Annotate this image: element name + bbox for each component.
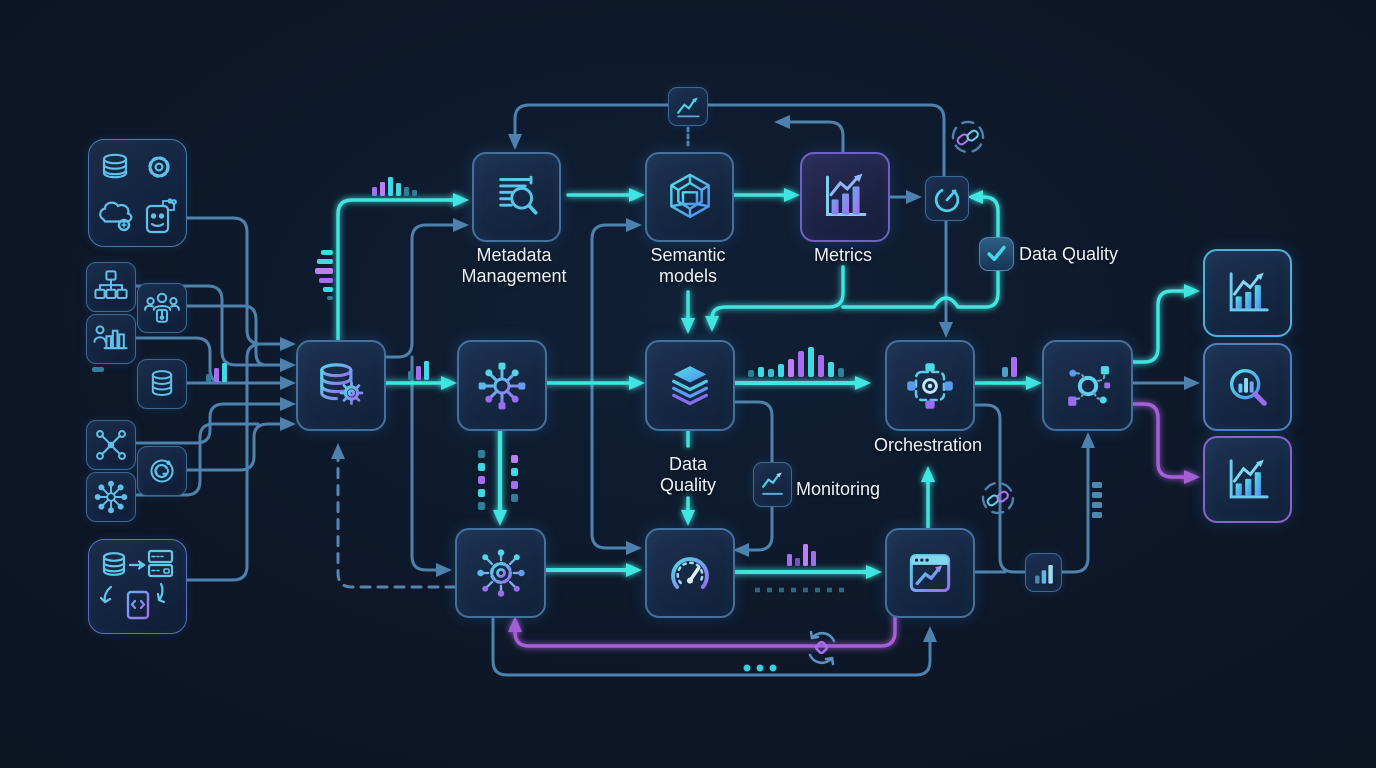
link-icon-2	[981, 481, 1015, 515]
trend-widget	[668, 87, 708, 126]
search-analytics-icon	[1229, 369, 1267, 406]
steel-connectors	[132, 103, 1200, 677]
central-database-node	[296, 340, 386, 431]
mini-bars-gauge-to-browser	[787, 544, 816, 566]
globe-icon	[150, 459, 174, 483]
report-card	[86, 314, 136, 364]
gauge-icon	[671, 557, 709, 589]
metadata-management-node	[472, 152, 561, 242]
gauge-node	[645, 528, 735, 618]
chart-growth-icon	[1229, 272, 1269, 312]
pipeline-dag-icon	[1067, 365, 1110, 406]
hierarchy-icon	[94, 270, 128, 300]
database-gear-icon	[320, 362, 364, 405]
process-hub-icon	[476, 549, 525, 597]
mini-bars-metadata-line	[372, 177, 417, 196]
dash-column-right	[1092, 482, 1102, 518]
semantic-cube-icon	[669, 173, 710, 219]
output-search-node	[1203, 343, 1292, 431]
link-icon	[951, 120, 985, 154]
metrics-chart-icon	[825, 173, 867, 217]
loop-dots	[743, 664, 777, 672]
gear-icon	[148, 156, 170, 178]
refresh-icon	[808, 630, 836, 666]
data-hub-icon	[478, 362, 526, 409]
report-icon	[93, 325, 128, 350]
dashed-feedback-connector	[331, 443, 457, 589]
dash-columns-hub-to-gear	[478, 450, 518, 510]
analytics-window-node	[885, 528, 975, 618]
source-systems-icons	[99, 153, 177, 234]
etl-cycle-icon	[99, 549, 174, 620]
ai-document-icon	[145, 198, 177, 234]
dash-stack-left-of-feed	[92, 250, 333, 372]
globe-card	[137, 446, 187, 496]
database-icon	[102, 153, 128, 179]
semantic-models-label: Semantic models	[650, 245, 726, 287]
database-small-icon	[151, 370, 173, 397]
team-icon	[144, 292, 180, 323]
monitoring-label: Monitoring	[796, 479, 881, 499]
data-quality-center-label: Data Quality	[659, 454, 717, 496]
bar-chart-widget	[1025, 553, 1062, 592]
monitoring-widget	[753, 462, 792, 507]
hub-small-card	[86, 472, 136, 522]
mini-bars-orchestration-to-dag	[1002, 357, 1017, 377]
analytics-window-icon	[909, 553, 951, 593]
network-x-icon	[96, 430, 126, 460]
network-x-card	[86, 420, 136, 470]
status-dial-widget	[925, 176, 969, 221]
orchestration-label: Orchestration	[873, 435, 983, 455]
equalizer-decorations	[92, 177, 1102, 672]
hierarchy-card	[86, 262, 136, 312]
team-card	[137, 283, 187, 333]
metadata-search-icon	[498, 175, 538, 215]
cloud-gear-icon	[99, 201, 133, 232]
output-chart-node-1	[1203, 249, 1292, 337]
mini-bars-left-db	[206, 363, 227, 382]
data-quality-layers-node	[645, 340, 735, 431]
process-hub-node	[455, 528, 546, 618]
purple-connectors	[508, 402, 1200, 648]
equalizer-layers-to-orchestration	[748, 347, 844, 377]
layers-icon	[672, 365, 708, 405]
cyan-connectors	[336, 188, 1200, 579]
orchestration-icon	[907, 362, 953, 409]
monitoring-trend-icon	[762, 472, 783, 495]
chart-growth-icon	[1229, 458, 1269, 498]
checkbox-check-icon	[987, 245, 1006, 261]
status-dial-icon	[934, 187, 960, 212]
hub-small-icon	[94, 480, 128, 514]
mini-bars-db-to-hub	[408, 361, 429, 380]
output-chart-node-2	[1203, 436, 1292, 523]
data-quality-badge-label: Data Quality	[1019, 244, 1119, 264]
data-hub-node	[457, 340, 547, 431]
trend-icon	[677, 97, 700, 118]
data-quality-checkbox	[979, 237, 1014, 271]
orchestration-node	[885, 340, 975, 431]
database-small-card	[137, 359, 187, 409]
pipeline-dag-node	[1042, 340, 1133, 431]
semantic-models-node	[645, 152, 734, 242]
bar-chart-mini-icon	[1035, 564, 1053, 584]
metadata-management-label: Metadata Management	[461, 245, 567, 287]
metrics-node	[800, 152, 890, 242]
source-systems-card	[88, 139, 187, 247]
etl-cycle-card	[88, 539, 187, 634]
metrics-label: Metrics	[814, 245, 872, 265]
